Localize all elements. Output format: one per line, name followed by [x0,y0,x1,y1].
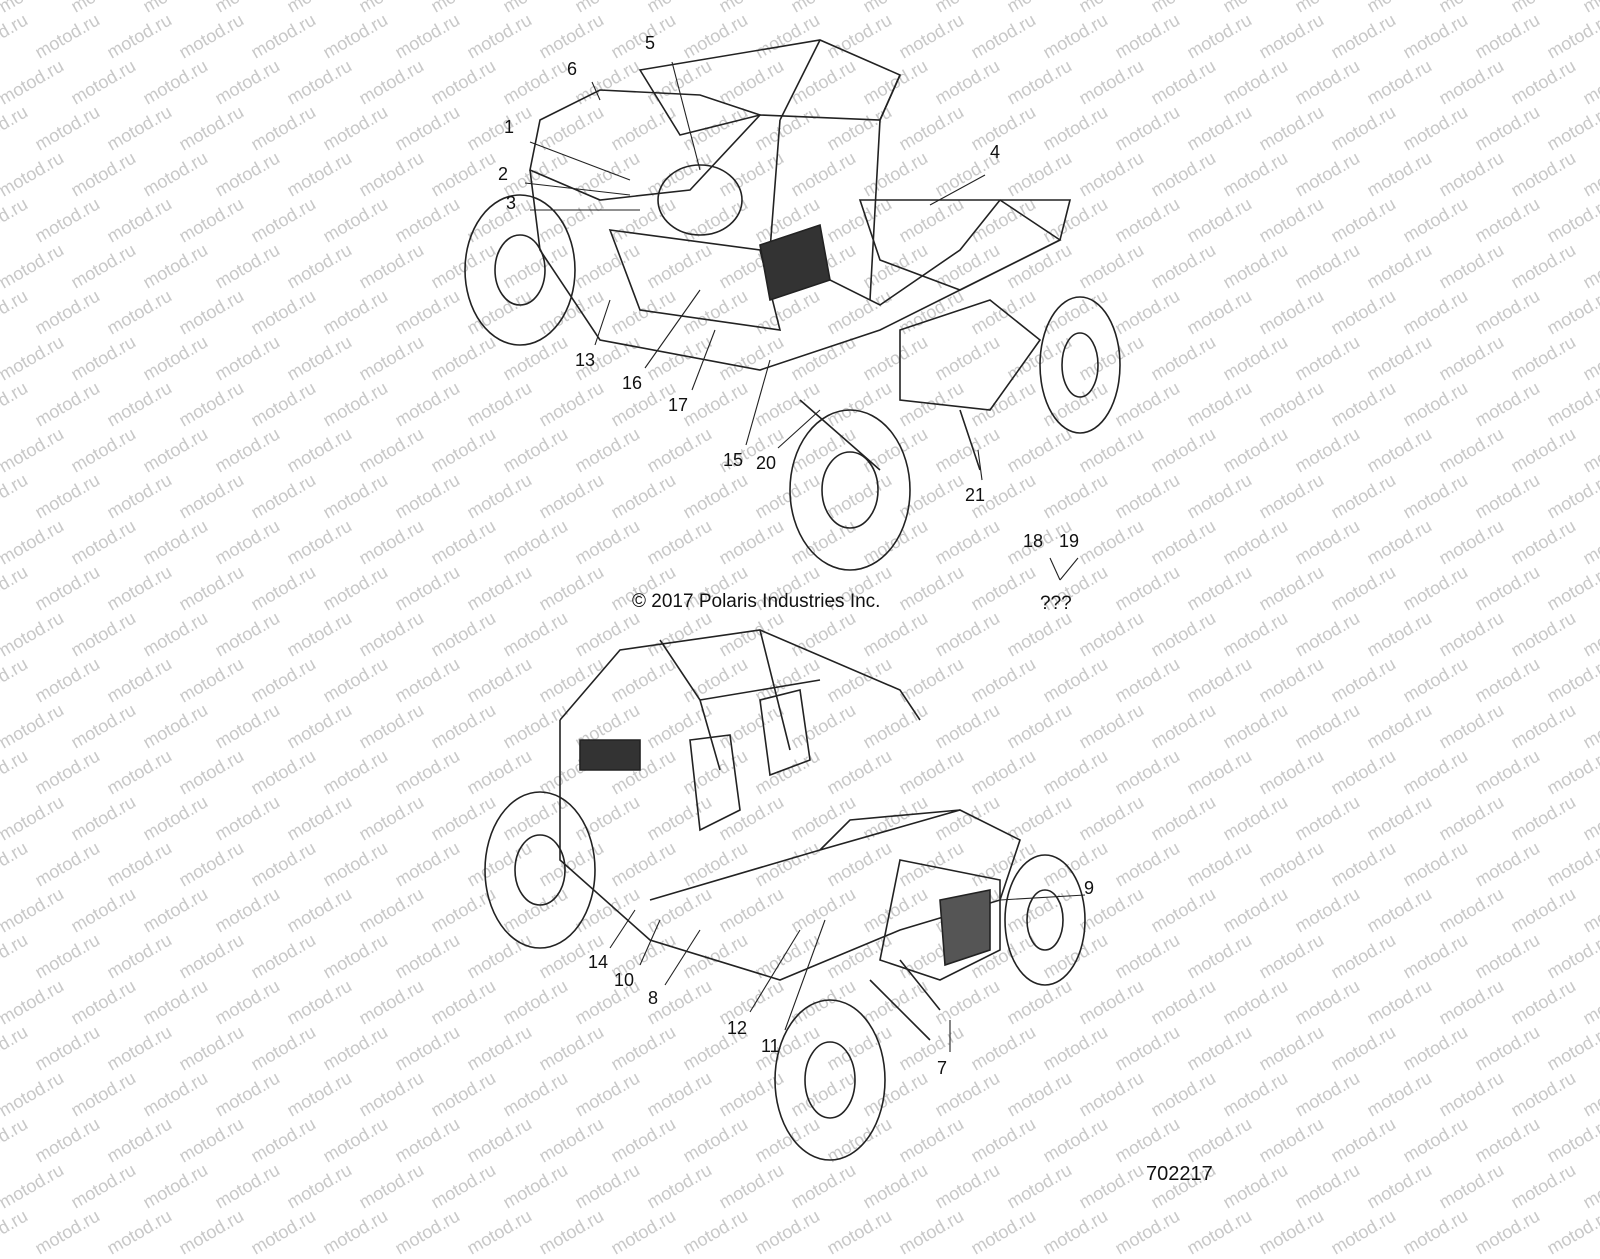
callout-number: 5 [645,33,656,53]
callout-number: 16 [622,373,643,393]
watermark-text: motod.ru [895,1205,968,1259]
callout-number: 20 [756,453,777,473]
callout-number: 18 [1023,531,1044,551]
callout-number: 6 [567,59,578,79]
watermark-text: motod.ru [391,1205,464,1259]
callout-number: 15 [723,450,744,470]
watermark-text: motod.ru [967,1205,1040,1259]
watermark-text: motod.ru [607,1205,680,1259]
callout-number: 12 [727,1018,748,1038]
watermark-text: motod.ru [1471,1205,1544,1259]
watermark-text: motod.ru [1111,1205,1184,1259]
callout-number: 4 [990,142,1001,162]
watermark-text: motod.ru [1543,1205,1600,1259]
unknown-part-label: ??? [1040,593,1072,614]
watermark-text: motod.ru [1183,1205,1256,1259]
watermark-text: motod.ru [31,1205,104,1259]
watermark-text: motod.ru [103,1205,176,1259]
watermark-text: motod.ru [0,1205,32,1259]
watermark-text: motod.ru [1327,1205,1400,1259]
callout-number: 13 [575,350,596,370]
callout-number: 9 [1084,878,1095,898]
callout-number: 7 [937,1058,948,1078]
copyright-text: © 2017 Polaris Industries Inc. [632,591,881,612]
watermark-text: motod.ru [1039,1205,1112,1259]
callout-number: 1 [504,117,515,137]
figure-id: 702217 [1146,1163,1213,1185]
callout-number: 8 [648,988,659,1008]
callout-number: 2 [498,164,509,184]
callout-number: 11 [761,1036,780,1056]
vehicle-line-art [464,39,1121,1161]
bottom-vehicle-drawing [484,629,1086,1161]
watermark-text: motod.ru [463,1205,536,1259]
callout-number: 19 [1059,531,1080,551]
watermark-text: motod.ru [1255,1205,1328,1259]
callout-number: 10 [614,970,635,990]
top-vehicle-drawing [464,39,1121,571]
watermark-text: motod.ru [535,1205,608,1259]
callout-number: 17 [668,395,689,415]
watermark-text: motod.ru [1399,1205,1472,1259]
watermark-text: motod.ru [319,1205,392,1259]
leader-lines [524,61,1086,1052]
callout-number: 3 [506,193,517,213]
watermark-text: motod.ru [823,1205,896,1259]
callout-number: 14 [588,952,609,972]
watermark-text: motod.ru [679,1205,752,1259]
watermark-text: motod.ru [175,1205,248,1259]
watermark-text: motod.ru [751,1205,824,1259]
callout-number: 21 [965,485,986,505]
watermark-text: motod.ru [247,1205,320,1259]
